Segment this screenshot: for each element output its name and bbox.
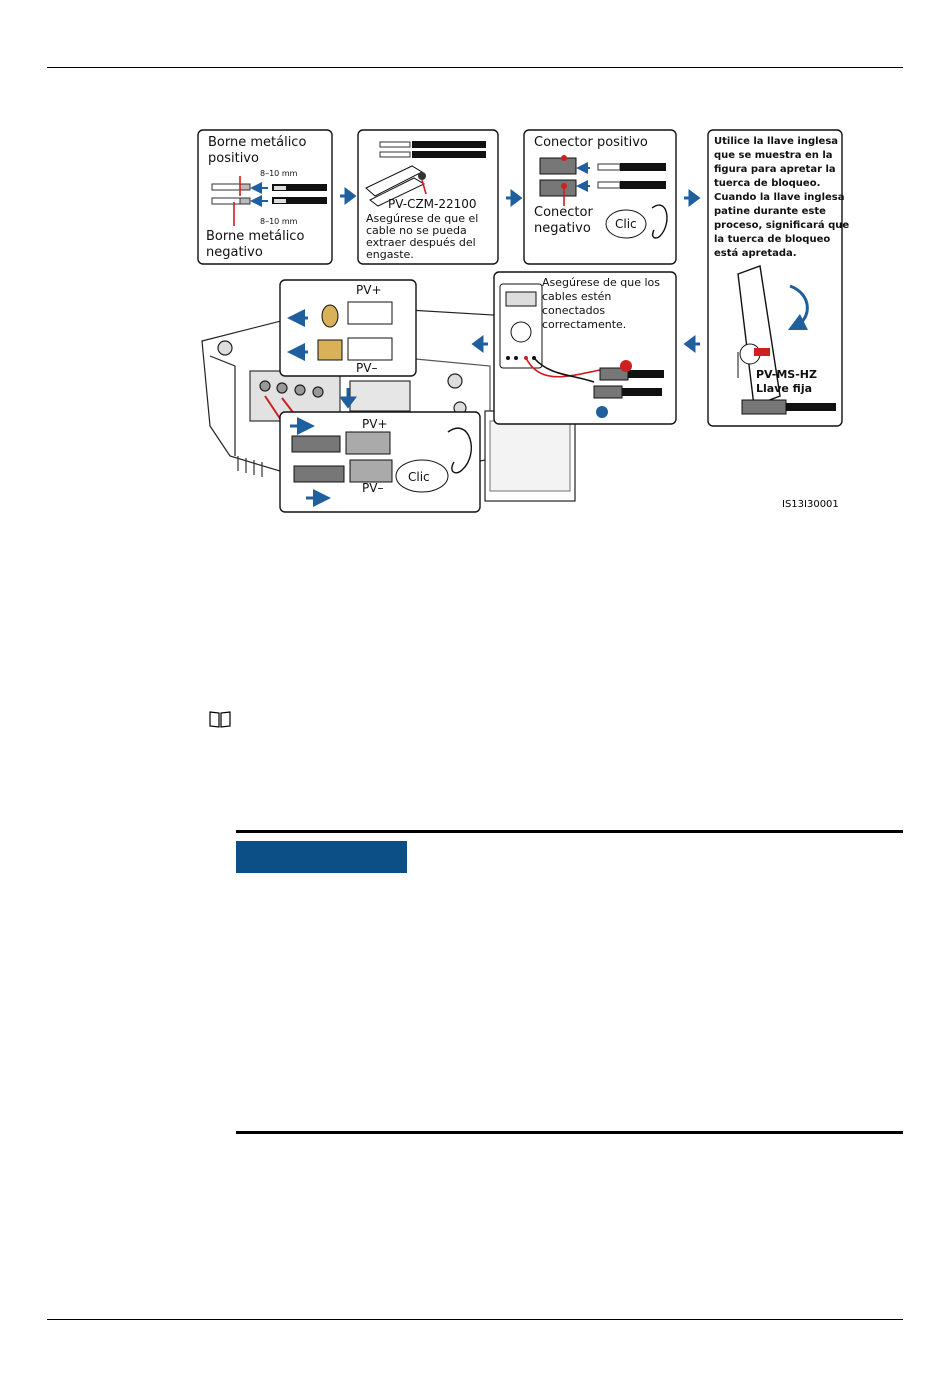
panel-crimping: PV-CZM-22100 Asegúrese de que el cable n… (357, 129, 499, 265)
panel-connect: PV+ PV– Clic (279, 411, 481, 513)
svg-text:negativo: negativo (206, 245, 263, 260)
flow-arrow-3 (684, 189, 701, 207)
svg-text:PV-MS-HZ: PV-MS-HZ (756, 368, 817, 381)
svg-text:8–10 mm: 8–10 mm (260, 217, 298, 226)
footer-rule (47, 1319, 903, 1320)
svg-text:PV–: PV– (356, 361, 377, 375)
svg-text:Conector positivo: Conector positivo (534, 135, 648, 150)
svg-text:cable no se pueda: cable no se pueda (366, 224, 467, 237)
svg-text:PV-CZM-22100: PV-CZM-22100 (388, 197, 477, 211)
panel-wrench: Utilice la llave inglesa que se muestra … (707, 129, 849, 427)
svg-text:que se muestra en la: que se muestra en la (714, 150, 833, 161)
inverter-illustration (201, 305, 576, 502)
svg-text:Borne metálico: Borne metálico (206, 229, 304, 244)
svg-text:extraer después del: extraer después del (366, 236, 476, 249)
svg-text:figura para apretar la: figura para apretar la (714, 164, 836, 175)
note-book-icon (209, 711, 231, 728)
svg-text:Conector: Conector (534, 205, 593, 220)
svg-text:Asegúrese de que el: Asegúrese de que el (366, 212, 478, 225)
notice-top-rule (236, 830, 903, 833)
svg-text:Clic: Clic (615, 217, 637, 231)
svg-text:correctamente.: correctamente. (542, 318, 626, 331)
svg-text:PV–: PV– (362, 481, 383, 495)
svg-text:la tuerca de bloqueo: la tuerca de bloqueo (714, 234, 830, 245)
svg-text:está apretada.: está apretada. (714, 247, 797, 259)
svg-text:Borne metálico: Borne metálico (208, 135, 306, 150)
panel-remove-caps: PV+ PV– (279, 279, 417, 377)
svg-text:positivo: positivo (208, 151, 259, 166)
flow-arrow-5 (471, 335, 488, 353)
figure-id: IS13I30001 (782, 499, 839, 510)
header-rule (47, 67, 903, 68)
svg-text:Clic: Clic (408, 470, 430, 484)
svg-text:proceso, significará que: proceso, significará que (714, 219, 849, 231)
svg-text:engaste.: engaste. (366, 248, 414, 261)
svg-text:Cuando la llave inglesa: Cuando la llave inglesa (714, 192, 845, 203)
svg-text:Llave fija: Llave fija (756, 382, 812, 395)
svg-text:PV+: PV+ (362, 417, 388, 431)
notice-badge (236, 841, 407, 873)
svg-text:tuerca de bloqueo.: tuerca de bloqueo. (714, 178, 820, 189)
svg-text:Utilice la llave inglesa: Utilice la llave inglesa (714, 136, 838, 147)
svg-text:PV+: PV+ (356, 283, 382, 297)
notice-bottom-rule (236, 1131, 903, 1134)
panel-metal-terminals: Borne metálico positivo 8–10 mm 8–10 mm … (197, 129, 333, 265)
flow-arrow-6 (339, 388, 357, 409)
svg-text:negativo: negativo (534, 221, 591, 236)
panel-multimeter: Asegúrese de que los cables estén conect… (493, 271, 677, 425)
svg-text:8–10 mm: 8–10 mm (260, 169, 298, 178)
flow-arrow-4 (683, 335, 700, 353)
flow-arrow-2 (506, 189, 523, 207)
installation-figure: Borne metálico positivo 8–10 mm 8–10 mm … (190, 126, 850, 520)
svg-text:patine durante este: patine durante este (714, 206, 826, 217)
panel-connectors: Conector positivo Conector negativo Clic (523, 129, 677, 265)
svg-text:Asegúrese de que los: Asegúrese de que los (542, 276, 660, 289)
svg-text:conectados: conectados (542, 304, 605, 317)
flow-arrow-1 (340, 187, 357, 205)
svg-text:cables estén: cables estén (542, 290, 611, 303)
